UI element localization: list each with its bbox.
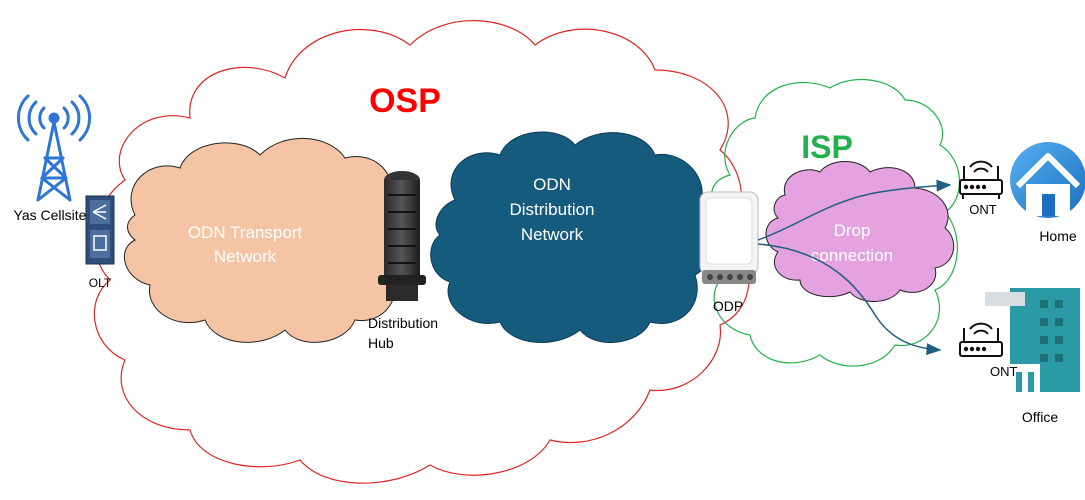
cell-tower-icon xyxy=(16,94,92,202)
isp-cloud xyxy=(704,78,960,367)
router-icon xyxy=(959,160,1003,199)
ont-home-label: ONT xyxy=(969,202,997,217)
router-icon xyxy=(959,322,1003,357)
office-label: Office xyxy=(1022,409,1059,425)
olt-label: OLT xyxy=(89,276,112,290)
office-building-icon xyxy=(985,288,1080,392)
hub-label-line1: Distribution xyxy=(368,315,438,331)
cellsite-label: Yas Cellsite xyxy=(14,207,87,223)
drop-label-line2: connection xyxy=(811,246,893,265)
house-icon xyxy=(1010,142,1085,218)
distribution-label-line3: Network xyxy=(521,225,584,244)
osp-label: OSP xyxy=(369,82,441,120)
drop-fiber-to-home xyxy=(757,179,952,241)
hub-label-line2: Hub xyxy=(368,335,394,351)
odp-label: ODP xyxy=(713,298,743,314)
ont-office-label: ONT xyxy=(990,364,1018,379)
odn-distribution-cloud xyxy=(430,131,714,343)
isp-label: ISP xyxy=(801,129,853,165)
drop-connection-cloud xyxy=(765,161,955,302)
distribution-label-line1: ODN xyxy=(533,175,571,194)
olt-icon xyxy=(85,195,115,265)
transport-label-line2: Network xyxy=(214,247,277,266)
transport-label-line1: ODN Transport xyxy=(188,223,303,242)
distribution-label-line2: Distribution xyxy=(509,200,594,219)
drop-fiber-to-office xyxy=(757,243,942,356)
splice-closure-icon xyxy=(378,171,426,301)
home-label: Home xyxy=(1039,228,1077,244)
drop-label-line1: Drop xyxy=(834,221,871,240)
odp-box-icon xyxy=(699,191,759,284)
osp-cloud xyxy=(93,20,750,484)
